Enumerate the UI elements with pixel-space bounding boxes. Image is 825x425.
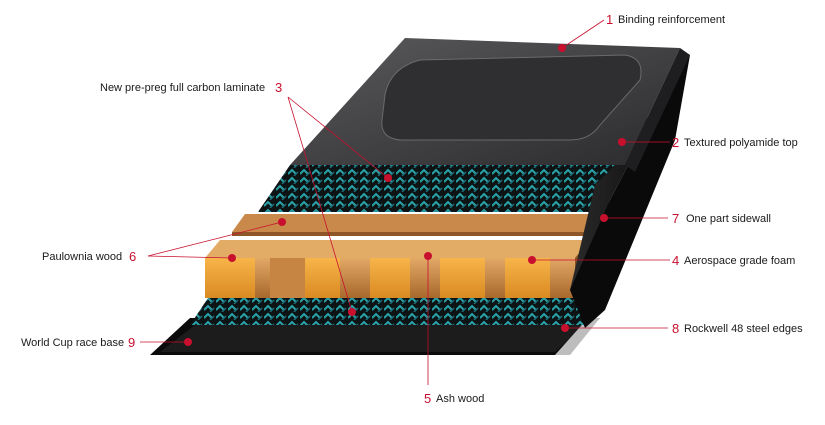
leader-dots <box>184 44 626 346</box>
svg-text:World Cup race base: World Cup race base <box>21 337 124 349</box>
callout-5: 5 Ash wood <box>424 391 484 406</box>
svg-text:8: 8 <box>672 321 679 336</box>
svg-text:Textured polyamide top: Textured polyamide top <box>684 137 798 149</box>
svg-text:Aerospace grade foam: Aerospace grade foam <box>684 255 795 267</box>
callout-3: New pre-preg full carbon laminate 3 <box>100 80 282 95</box>
upper-carbon-layer <box>258 165 615 212</box>
svg-text:Rockwell 48 steel edges: Rockwell 48 steel edges <box>684 323 803 335</box>
svg-text:5: 5 <box>424 391 431 406</box>
svg-text:3: 3 <box>275 80 282 95</box>
svg-text:7: 7 <box>672 211 679 226</box>
svg-text:4: 4 <box>672 253 679 268</box>
svg-text:New pre-preg full carbon lamin: New pre-preg full carbon laminate <box>100 82 265 94</box>
callout-4: 4 Aerospace grade foam <box>672 253 795 268</box>
svg-text:1: 1 <box>606 12 613 27</box>
lower-carbon-layer <box>190 298 600 325</box>
leader-lines <box>140 19 670 385</box>
callout-9: World Cup race base 9 <box>21 335 135 350</box>
callout-7: 7 One part sidewall <box>672 211 771 226</box>
svg-text:Ash wood: Ash wood <box>436 393 484 405</box>
svg-text:Binding reinforcement: Binding reinforcement <box>618 14 725 26</box>
core-layer <box>205 240 590 298</box>
paulownia-layer <box>232 214 600 236</box>
svg-text:Paulownia wood: Paulownia wood <box>42 251 122 263</box>
base-layer <box>150 318 600 355</box>
svg-text:2: 2 <box>672 135 679 150</box>
callout-2: 2 Textured polyamide top <box>672 135 798 150</box>
svg-text:One part sidewall: One part sidewall <box>686 213 771 225</box>
svg-text:9: 9 <box>128 335 135 350</box>
callout-1: 1 Binding reinforcement <box>606 12 725 27</box>
svg-text:6: 6 <box>129 249 136 264</box>
callout-6: Paulownia wood 6 <box>42 249 136 264</box>
top-sheet <box>290 38 690 172</box>
callout-8: 8 Rockwell 48 steel edges <box>672 321 803 336</box>
